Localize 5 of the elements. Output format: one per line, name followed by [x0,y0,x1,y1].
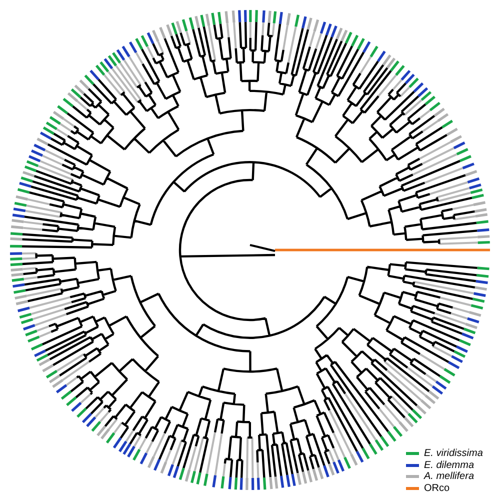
legend-label: A. mellifera [424,471,474,482]
legend-label: E. viridissima [424,448,483,460]
legend-label: E. dilemma [424,460,474,471]
legend-label: ORco [424,482,450,494]
phylogenetic-tree-drawing [10,10,490,490]
